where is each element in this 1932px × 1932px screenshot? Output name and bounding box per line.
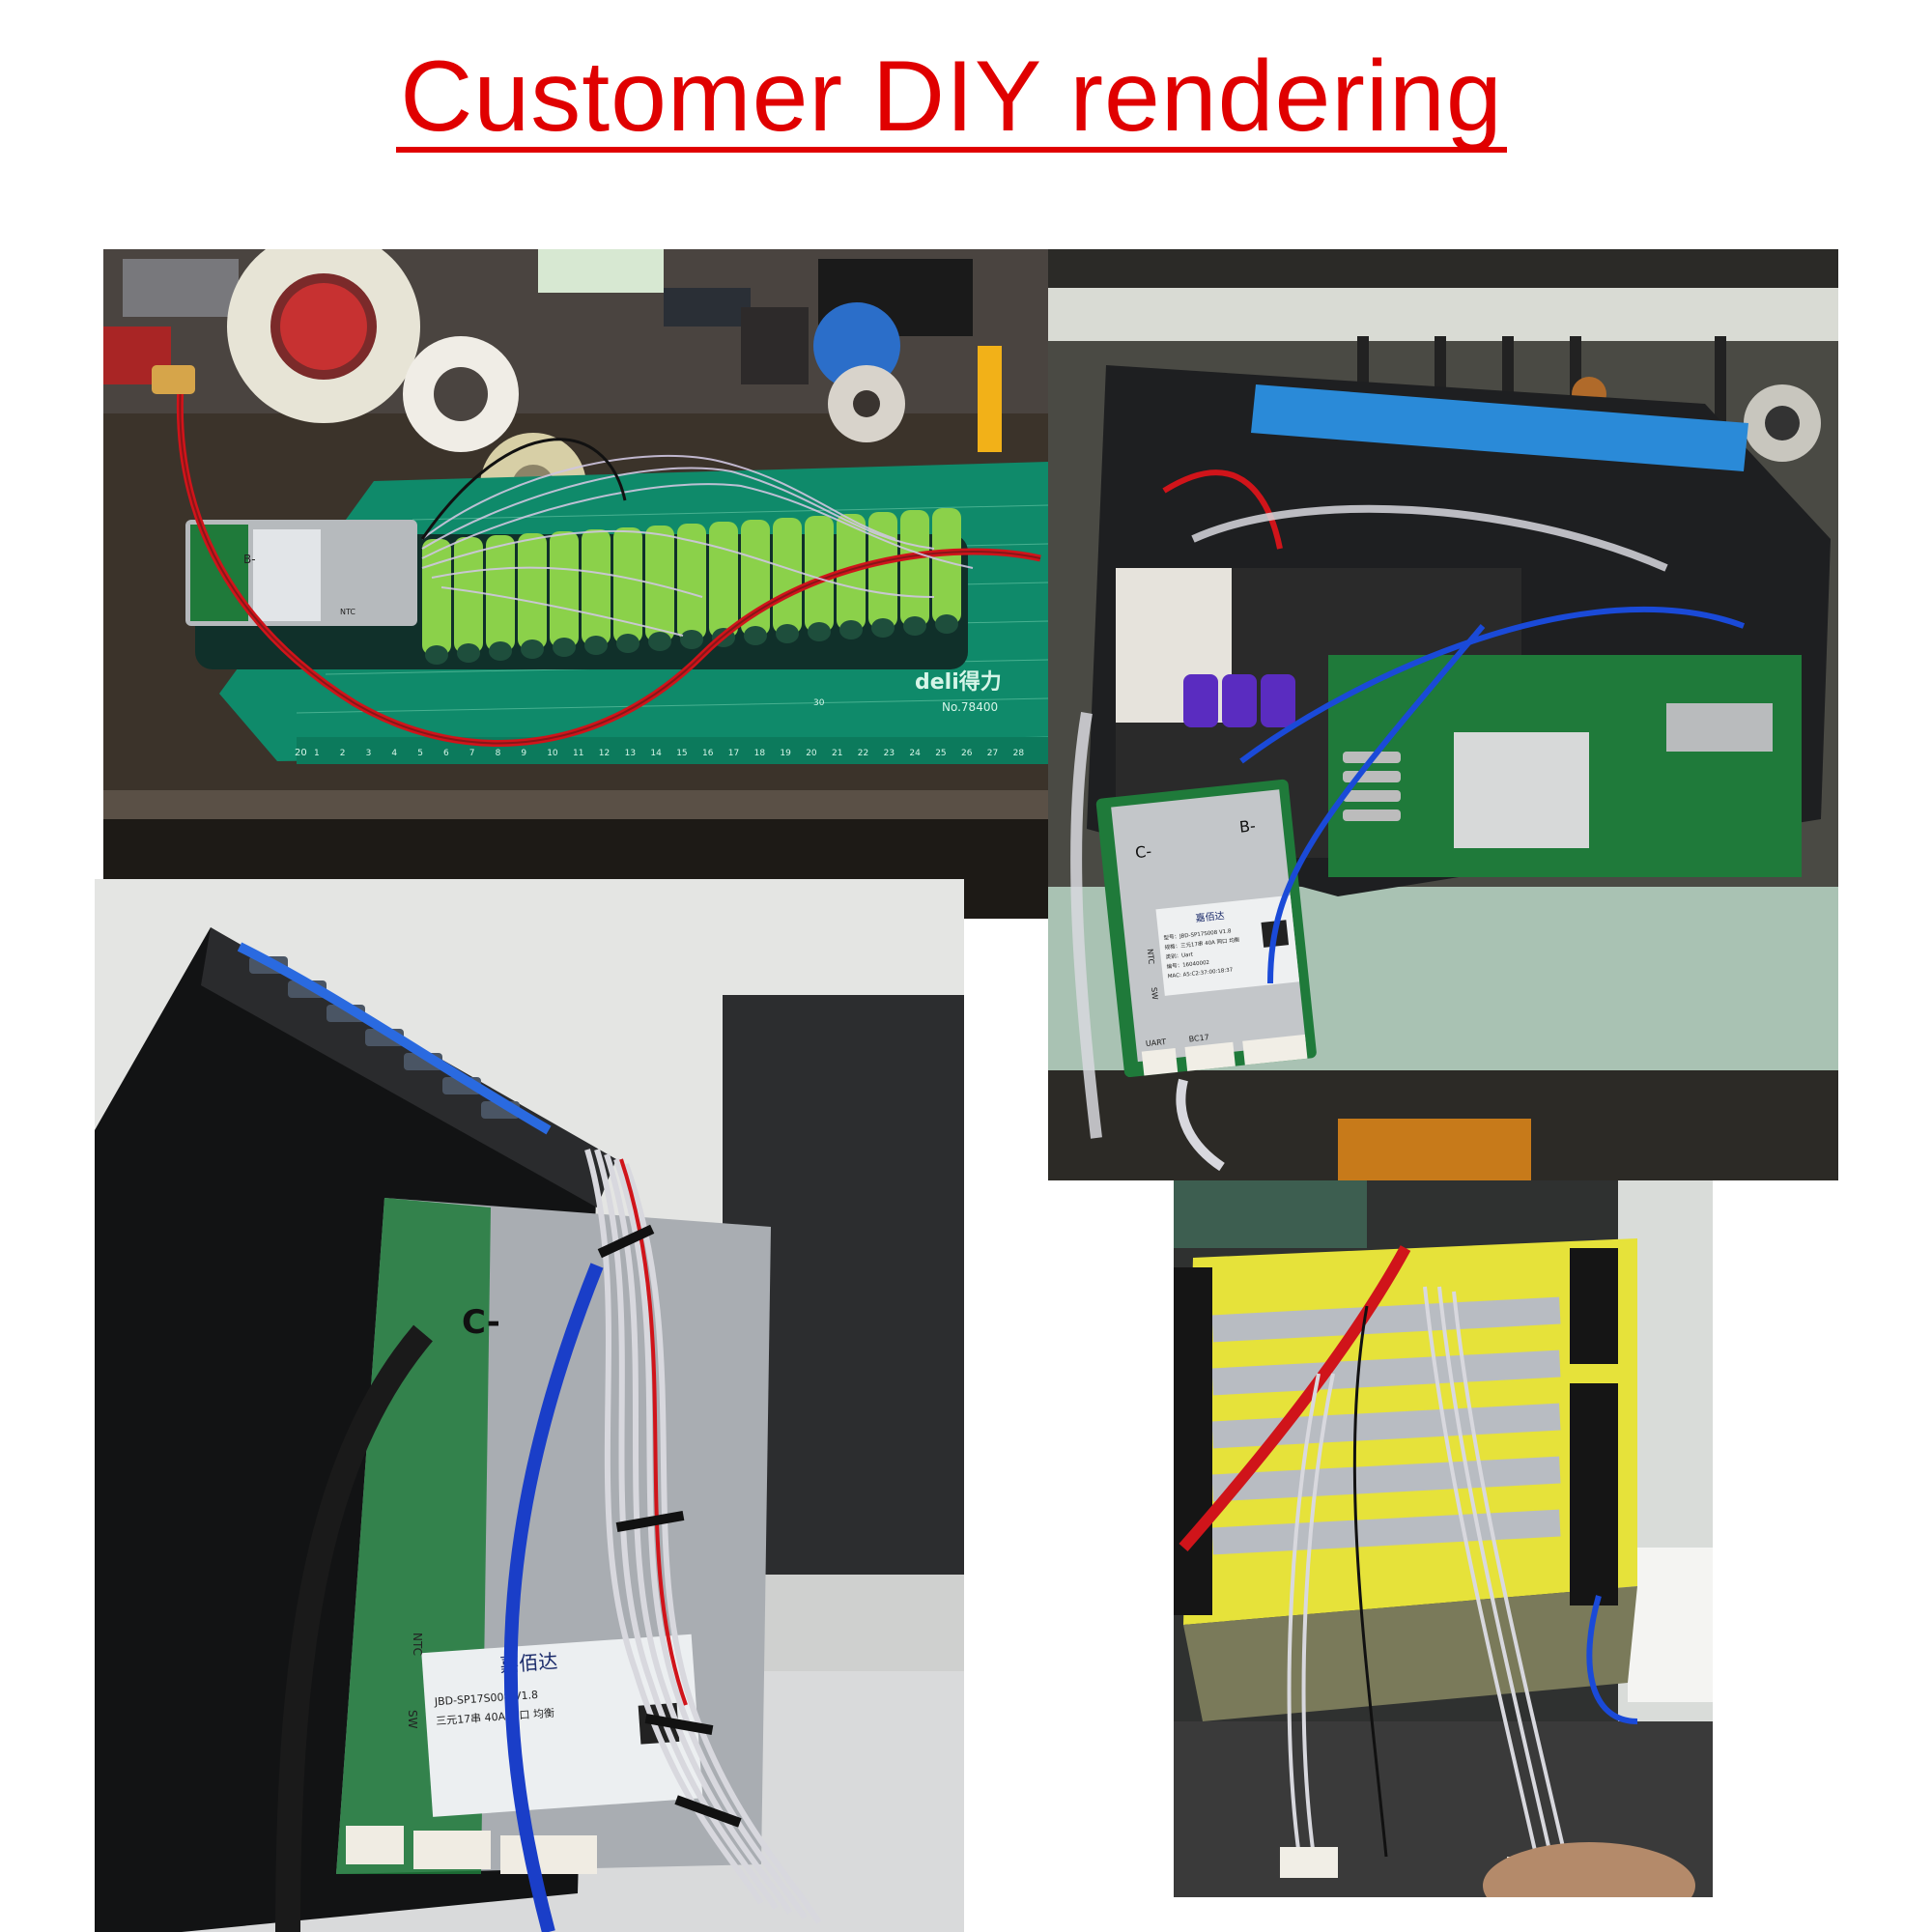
ruler-number: 8 [496,749,501,758]
battery-cell [422,539,451,655]
mat-mark-30: 30 [813,698,825,708]
battery-cell-end [808,622,831,641]
ruler-number: 7 [469,749,475,758]
sticker-brand: 嘉佰达 [1195,909,1225,924]
board-label-b: B- [243,553,256,566]
ruler-number: 18 [754,749,766,758]
battery-cell [645,526,674,641]
mat-model: No.78400 [942,700,998,714]
battery-cell [550,531,579,647]
ruler-number: 17 [728,749,739,758]
battery-cell [709,522,738,638]
ruler-number: 10 [547,749,558,758]
battery-cell [868,512,897,628]
ruler-number: 24 [909,749,921,758]
battery-cell-end [680,630,703,649]
ruler-number: 20 [806,749,817,758]
battery-cell-end [903,616,926,636]
photo-bms-with-wire-loom: C- 嘉佰达 JBD-SP17S008 V1.8 三元17串 40A 同口 均衡… [95,879,964,1932]
battery-cell [582,529,611,645]
ruler-number: 11 [573,749,583,758]
page-title: Customer DIY rendering [400,41,1503,153]
port-bc17: BC17 [1188,1033,1209,1043]
battery-cell-end [489,641,512,661]
battery-cell-end [457,643,480,663]
battery-cell [805,516,834,632]
label-c-minus-bl: C- [462,1303,500,1342]
battery-cell-end [744,626,767,645]
ruler-number: 1 [314,749,320,758]
battery-cell-end [935,614,958,634]
port-sw-bl: SW [406,1710,419,1729]
battery-cell [613,527,642,643]
board-label-ntc: NTC [340,608,355,616]
ruler-number: 21 [832,749,842,758]
ruler-number: 6 [443,749,449,758]
battery-cell-end [553,638,576,657]
battery-cell-end [584,636,608,655]
battery-cell-end [871,618,895,638]
ruler-number: 15 [676,749,687,758]
ruler-number: 3 [366,749,372,758]
battery-cell [900,510,929,626]
port-ntc: NTC [1146,949,1156,965]
title-underline [396,147,1507,153]
ruler-number: 13 [625,749,636,758]
battery-cell [677,524,706,639]
battery-cell [454,537,483,653]
mat-brand: deli得力 [915,669,1002,695]
battery-cell-end [648,632,671,651]
ruler-number: 22 [858,749,868,758]
battery-cell-end [521,639,544,659]
ruler-number: 26 [961,749,973,758]
battery-cell [773,518,802,634]
ruler-number: 2 [340,749,346,758]
ruler-number: 5 [417,749,423,758]
ruler-number: 28 [1013,749,1025,758]
ruler-number: 4 [391,749,397,758]
ruler-number: 16 [702,749,714,758]
battery-cell [486,535,515,651]
label-c-minus: C- [1134,842,1152,863]
port-uart: UART [1146,1037,1167,1048]
photo-kapton-wrapped-pack [1174,1180,1713,1897]
battery-cell-end [616,634,639,653]
ruler-number: 25 [935,749,946,758]
ruler-number: 14 [650,749,662,758]
sticker-line3: 类别：Uart [1165,951,1194,961]
ruler-number: 12 [599,749,610,758]
ruler-start: 20 [295,748,307,758]
photo-open-battery-housing: C- B- 嘉佰达 型号：JBD-SP17S008 V1.8 规格：三元17串 … [1048,249,1838,1180]
battery-cell-end [839,620,863,639]
ruler-number: 27 [987,749,998,758]
label-b-minus: B- [1238,816,1257,837]
port-sw: SW [1150,987,1159,1001]
battery-cell-end [425,645,448,665]
port-ntc-bl: NTC [411,1633,424,1656]
battery-cell [518,533,547,649]
ruler-number: 19 [780,749,791,758]
battery-cell [932,508,961,624]
ruler-number: 23 [884,749,895,758]
ruler-number: 9 [521,749,526,758]
battery-cell-end [776,624,799,643]
